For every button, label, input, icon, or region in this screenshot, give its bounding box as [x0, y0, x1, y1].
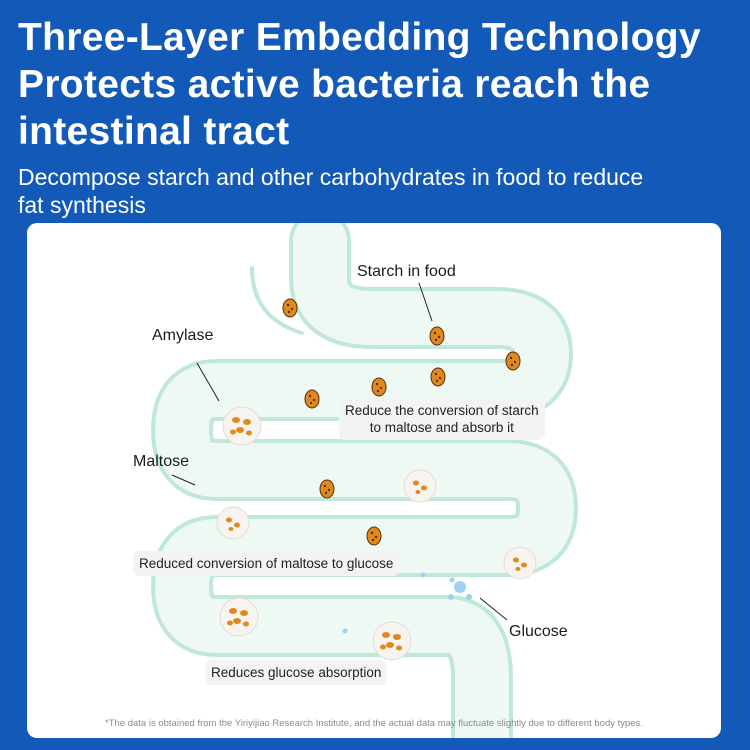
title-line-3: intestinal tract: [18, 110, 290, 153]
starch-label: Starch in food: [357, 263, 456, 280]
pointer-lines: [171, 282, 508, 621]
glucose-molecule-icon: [342, 572, 472, 634]
amylase-label: Amylase: [152, 327, 214, 344]
maltose-label: Maltose: [133, 453, 190, 470]
amylase-cluster-icon: [403, 469, 437, 503]
callout-reduce-starch: Reduce the conversion of starch to malto…: [339, 398, 545, 440]
amylase-cluster-icon: [372, 621, 412, 661]
starch-granule-icon: [505, 351, 521, 371]
starch-granule-icon: [304, 389, 320, 409]
intestine-diagram: [151, 223, 578, 738]
starch-granule-icon: [366, 526, 382, 546]
callout-reduce-starch-line-1: Reduce the conversion of starch: [345, 403, 539, 418]
intestine-tube: [151, 223, 578, 738]
subtitle: Decompose starch and other carbohydrates…: [18, 163, 738, 219]
amylase-cluster-icon: [216, 506, 250, 540]
page-title: Three-Layer Embedding Technology Protect…: [18, 14, 738, 155]
starch-granule-icon: [319, 479, 335, 499]
diagram-panel: Starch in food Amylase Maltose Glucose R…: [27, 223, 721, 738]
title-line-2: Protects active bacteria reach the: [18, 63, 651, 106]
amylase-cluster-icon: [222, 406, 262, 446]
subtitle-line-2: fat synthesis: [18, 192, 146, 218]
starch-granule-icon: [429, 326, 445, 346]
title-line-1: Three-Layer Embedding Technology: [18, 16, 701, 59]
amylase-cluster-icon: [503, 546, 537, 580]
footnote: *The data is obtained from the Yiriyijia…: [105, 718, 643, 729]
starch-granule-icon: [430, 367, 446, 387]
callout-reduced-maltose: Reduced conversion of maltose to glucose: [133, 551, 400, 576]
starch-granule-icon: [371, 377, 387, 397]
starch-granule-icon: [282, 298, 298, 318]
subtitle-line-1: Decompose starch and other carbohydrates…: [18, 164, 644, 190]
callout-reduce-starch-line-2: to maltose and absorb it: [369, 420, 514, 435]
glucose-label: Glucose: [509, 623, 568, 640]
amylase-cluster-icon: [219, 597, 259, 637]
callout-reduces-glucose: Reduces glucose absorption: [205, 660, 388, 685]
